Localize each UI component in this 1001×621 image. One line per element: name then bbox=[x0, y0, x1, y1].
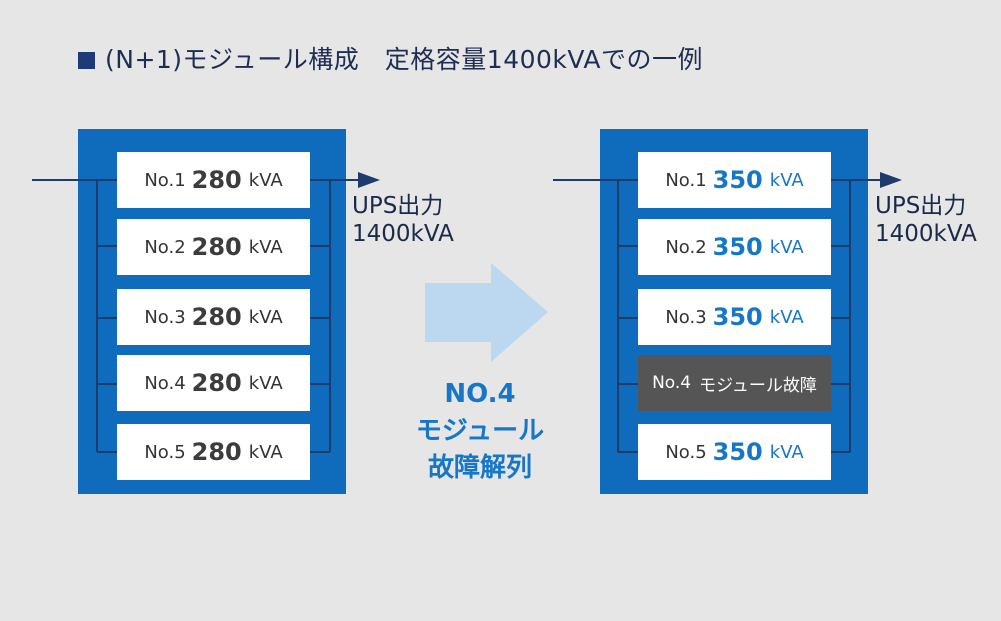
module-unit: kVA bbox=[769, 236, 804, 258]
right-module-3: No.3 350 kVA bbox=[638, 289, 831, 345]
module-number: No.3 bbox=[665, 306, 707, 328]
module-unit: kVA bbox=[248, 169, 283, 191]
transition-line-2: モジュール bbox=[415, 416, 545, 446]
right-module-4-fault: No.4 モジュール故障 bbox=[638, 355, 831, 411]
module-number: No.1 bbox=[144, 169, 186, 191]
module-unit: kVA bbox=[769, 306, 804, 328]
module-number: No.2 bbox=[665, 236, 707, 258]
module-number: No.3 bbox=[144, 306, 186, 328]
transition-arrow bbox=[425, 263, 548, 362]
module-number: No.4 bbox=[144, 372, 186, 394]
module-unit: kVA bbox=[248, 372, 283, 394]
module-unit: kVA bbox=[248, 236, 283, 258]
module-capacity: 280 bbox=[191, 303, 242, 331]
left-module-3: No.3 280 kVA bbox=[117, 289, 310, 345]
module-number: No.2 bbox=[144, 236, 186, 258]
module-unit: kVA bbox=[769, 169, 804, 191]
transition-line-3: 故障解列 bbox=[427, 453, 532, 483]
module-capacity: 350 bbox=[712, 166, 763, 194]
module-capacity: 350 bbox=[712, 233, 763, 261]
left-output-arrowhead bbox=[358, 172, 380, 188]
module-capacity: 280 bbox=[191, 438, 242, 466]
left-module-1: No.1 280 kVA bbox=[117, 152, 310, 208]
module-capacity: 280 bbox=[191, 166, 242, 194]
left-module-4: No.4 280 kVA bbox=[117, 355, 310, 411]
title-text: (N+1)モジュール構成 定格容量1400kVAでの一例 bbox=[105, 45, 704, 74]
fault-status: モジュール故障 bbox=[699, 375, 817, 396]
module-number: No.1 bbox=[665, 169, 707, 191]
output-label-line-1: UPS出力 bbox=[352, 193, 444, 219]
module-capacity: 280 bbox=[191, 369, 242, 397]
module-unit: kVA bbox=[248, 441, 283, 463]
right-output-label: UPS出力 1400kVA bbox=[875, 192, 977, 248]
module-capacity: 350 bbox=[712, 438, 763, 466]
output-label-line-2: 1400kVA bbox=[352, 221, 454, 247]
module-unit: kVA bbox=[769, 441, 804, 463]
module-number: No.5 bbox=[665, 441, 707, 463]
left-output-label: UPS出力 1400kVA bbox=[352, 192, 454, 248]
right-module-5: No.5 350 kVA bbox=[638, 424, 831, 480]
transition-caption: NO.4 モジュール 故障解列 bbox=[394, 376, 566, 487]
page-title: (N+1)モジュール構成 定格容量1400kVAでの一例 bbox=[78, 40, 703, 76]
module-number: No.5 bbox=[144, 441, 186, 463]
module-capacity: 350 bbox=[712, 303, 763, 331]
left-module-5: No.5 280 kVA bbox=[117, 424, 310, 480]
square-bullet-icon bbox=[78, 52, 95, 69]
module-number: No.4 bbox=[652, 373, 692, 393]
module-unit: kVA bbox=[248, 306, 283, 328]
module-capacity: 280 bbox=[191, 233, 242, 261]
output-label-line-2: 1400kVA bbox=[875, 221, 977, 247]
output-label-line-1: UPS出力 bbox=[875, 193, 967, 219]
right-module-1: No.1 350 kVA bbox=[638, 152, 831, 208]
right-module-2: No.2 350 kVA bbox=[638, 219, 831, 275]
right-output-arrowhead bbox=[880, 172, 902, 188]
left-module-2: No.2 280 kVA bbox=[117, 219, 310, 275]
transition-line-1: NO.4 bbox=[444, 379, 516, 409]
